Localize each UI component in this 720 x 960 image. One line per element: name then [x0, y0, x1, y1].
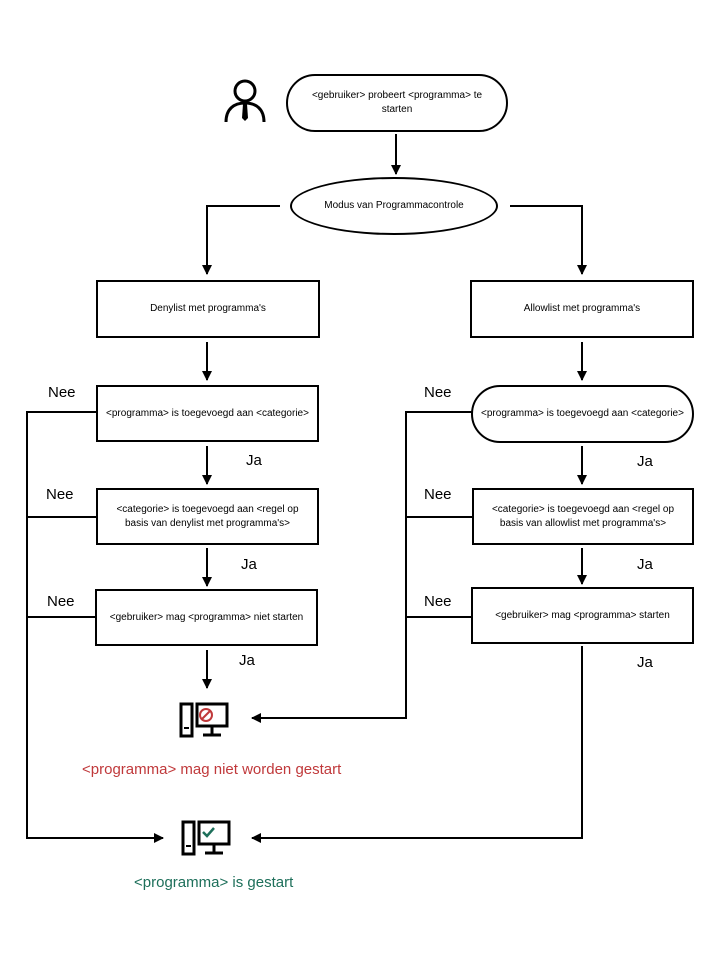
allow-category-check-text: <programma> is toegevoegd aan <categorie…	[481, 408, 684, 419]
deny-rule-check: <categorie> is toegevoegd aan <regel op …	[96, 488, 319, 545]
allow-rule-check-text: <categorie> is toegevoegd aan <regel op …	[491, 503, 675, 529]
computer-check-icon	[181, 820, 231, 856]
deny-user-check-text: <gebruiker> mag <programma> niet starten	[109, 611, 304, 623]
no-label: Nee	[424, 384, 452, 401]
deny-category-check: <programma> is toegevoegd aan <categorie…	[96, 385, 319, 442]
edge-mode-allowlist	[510, 205, 587, 275]
yes-label: Ja	[637, 453, 653, 470]
computer-blocked-icon	[179, 702, 229, 738]
allow-category-check: <programma> is toegevoegd aan <categorie…	[471, 385, 694, 443]
no-label: Nee	[424, 486, 452, 503]
edge-deny-no-bus	[26, 411, 164, 843]
mode-node-text: Modus van Programmacontrole	[324, 200, 464, 211]
no-label: Nee	[48, 384, 76, 401]
start-node: <gebruiker> probeert <programma> te star…	[286, 74, 508, 132]
blocked-result-text: <programma> mag niet worden gestart	[82, 761, 342, 778]
user-tie-icon	[224, 79, 266, 123]
denylist-node: Denylist met programma's	[96, 280, 320, 338]
no-label: Nee	[424, 593, 452, 610]
yes-label: Ja	[239, 652, 255, 669]
no-label: Nee	[47, 593, 75, 610]
yes-label: Ja	[637, 654, 653, 671]
yes-label: Ja	[246, 452, 262, 469]
edge-allow-q3-started	[251, 646, 583, 843]
deny-user-check: <gebruiker> mag <programma> niet starten	[95, 589, 318, 646]
denylist-node-text: Denylist met programma's	[150, 303, 266, 314]
deny-category-check-text: <programma> is toegevoegd aan <categorie…	[106, 407, 309, 419]
deny-rule-check-text: <categorie> is toegevoegd aan <regel op …	[116, 503, 299, 529]
allow-rule-check: <categorie> is toegevoegd aan <regel op …	[472, 488, 694, 545]
mode-node: Modus van Programmacontrole	[290, 177, 498, 235]
yes-label: Ja	[637, 556, 653, 573]
edge-mode-denylist	[202, 205, 280, 275]
yes-label: Ja	[241, 556, 257, 573]
allowlist-node: Allowlist met programma's	[470, 280, 694, 338]
start-node-text: <gebruiker> probeert <programma> te star…	[311, 90, 483, 115]
started-result-text: <programma> is gestart	[134, 874, 294, 891]
allow-user-check-text: <gebruiker> mag <programma> starten	[495, 609, 670, 621]
no-label: Nee	[46, 486, 74, 503]
allow-user-check: <gebruiker> mag <programma> starten	[471, 587, 694, 644]
allowlist-node-text: Allowlist met programma's	[523, 303, 641, 314]
edge-allow-no-bus	[251, 411, 473, 723]
